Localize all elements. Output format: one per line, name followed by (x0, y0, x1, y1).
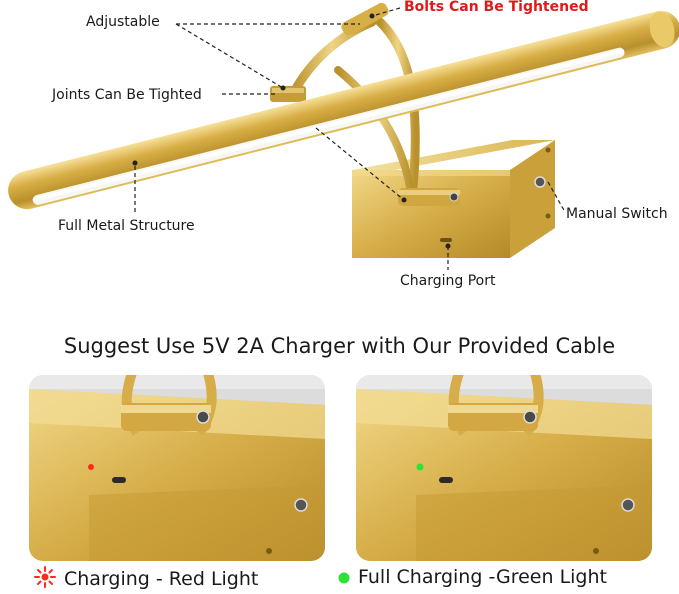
panel-charging (29, 375, 325, 561)
label-manual-switch: Manual Switch (566, 206, 668, 222)
legend-charging-text: Charging - Red Light (64, 568, 259, 590)
green-led-indicator (416, 463, 424, 471)
green-dot-icon (338, 567, 350, 589)
callout-leaders (134, 7, 566, 270)
legend-charging: Charging - Red Light (34, 566, 258, 593)
legend-full-text: Full Charging -Green Light (358, 566, 607, 588)
label-joints: Joints Can Be Tighted (52, 87, 202, 103)
manual-switch (534, 176, 546, 188)
charging-port (440, 238, 452, 242)
label-charging-port: Charging Port (400, 273, 496, 289)
picture-light-illustration (8, 2, 679, 270)
usb-port (112, 477, 126, 483)
light-bar (8, 10, 679, 210)
red-led-indicator (88, 464, 94, 470)
label-adjustable: Adjustable (86, 14, 160, 30)
legend-full-charging: Full Charging -Green Light (338, 566, 607, 589)
red-sunburst-icon (34, 566, 56, 593)
charging-closeup-photo (29, 375, 325, 561)
full-charging-closeup-photo (356, 375, 652, 561)
panel-full-charging (356, 375, 652, 561)
charger-headline: Suggest Use 5V 2A Charger with Our Provi… (63, 334, 616, 358)
label-full-metal: Full Metal Structure (58, 218, 195, 234)
label-bolts-tightened: Bolts Can Be Tightened (404, 0, 589, 15)
usb-port (439, 477, 453, 483)
